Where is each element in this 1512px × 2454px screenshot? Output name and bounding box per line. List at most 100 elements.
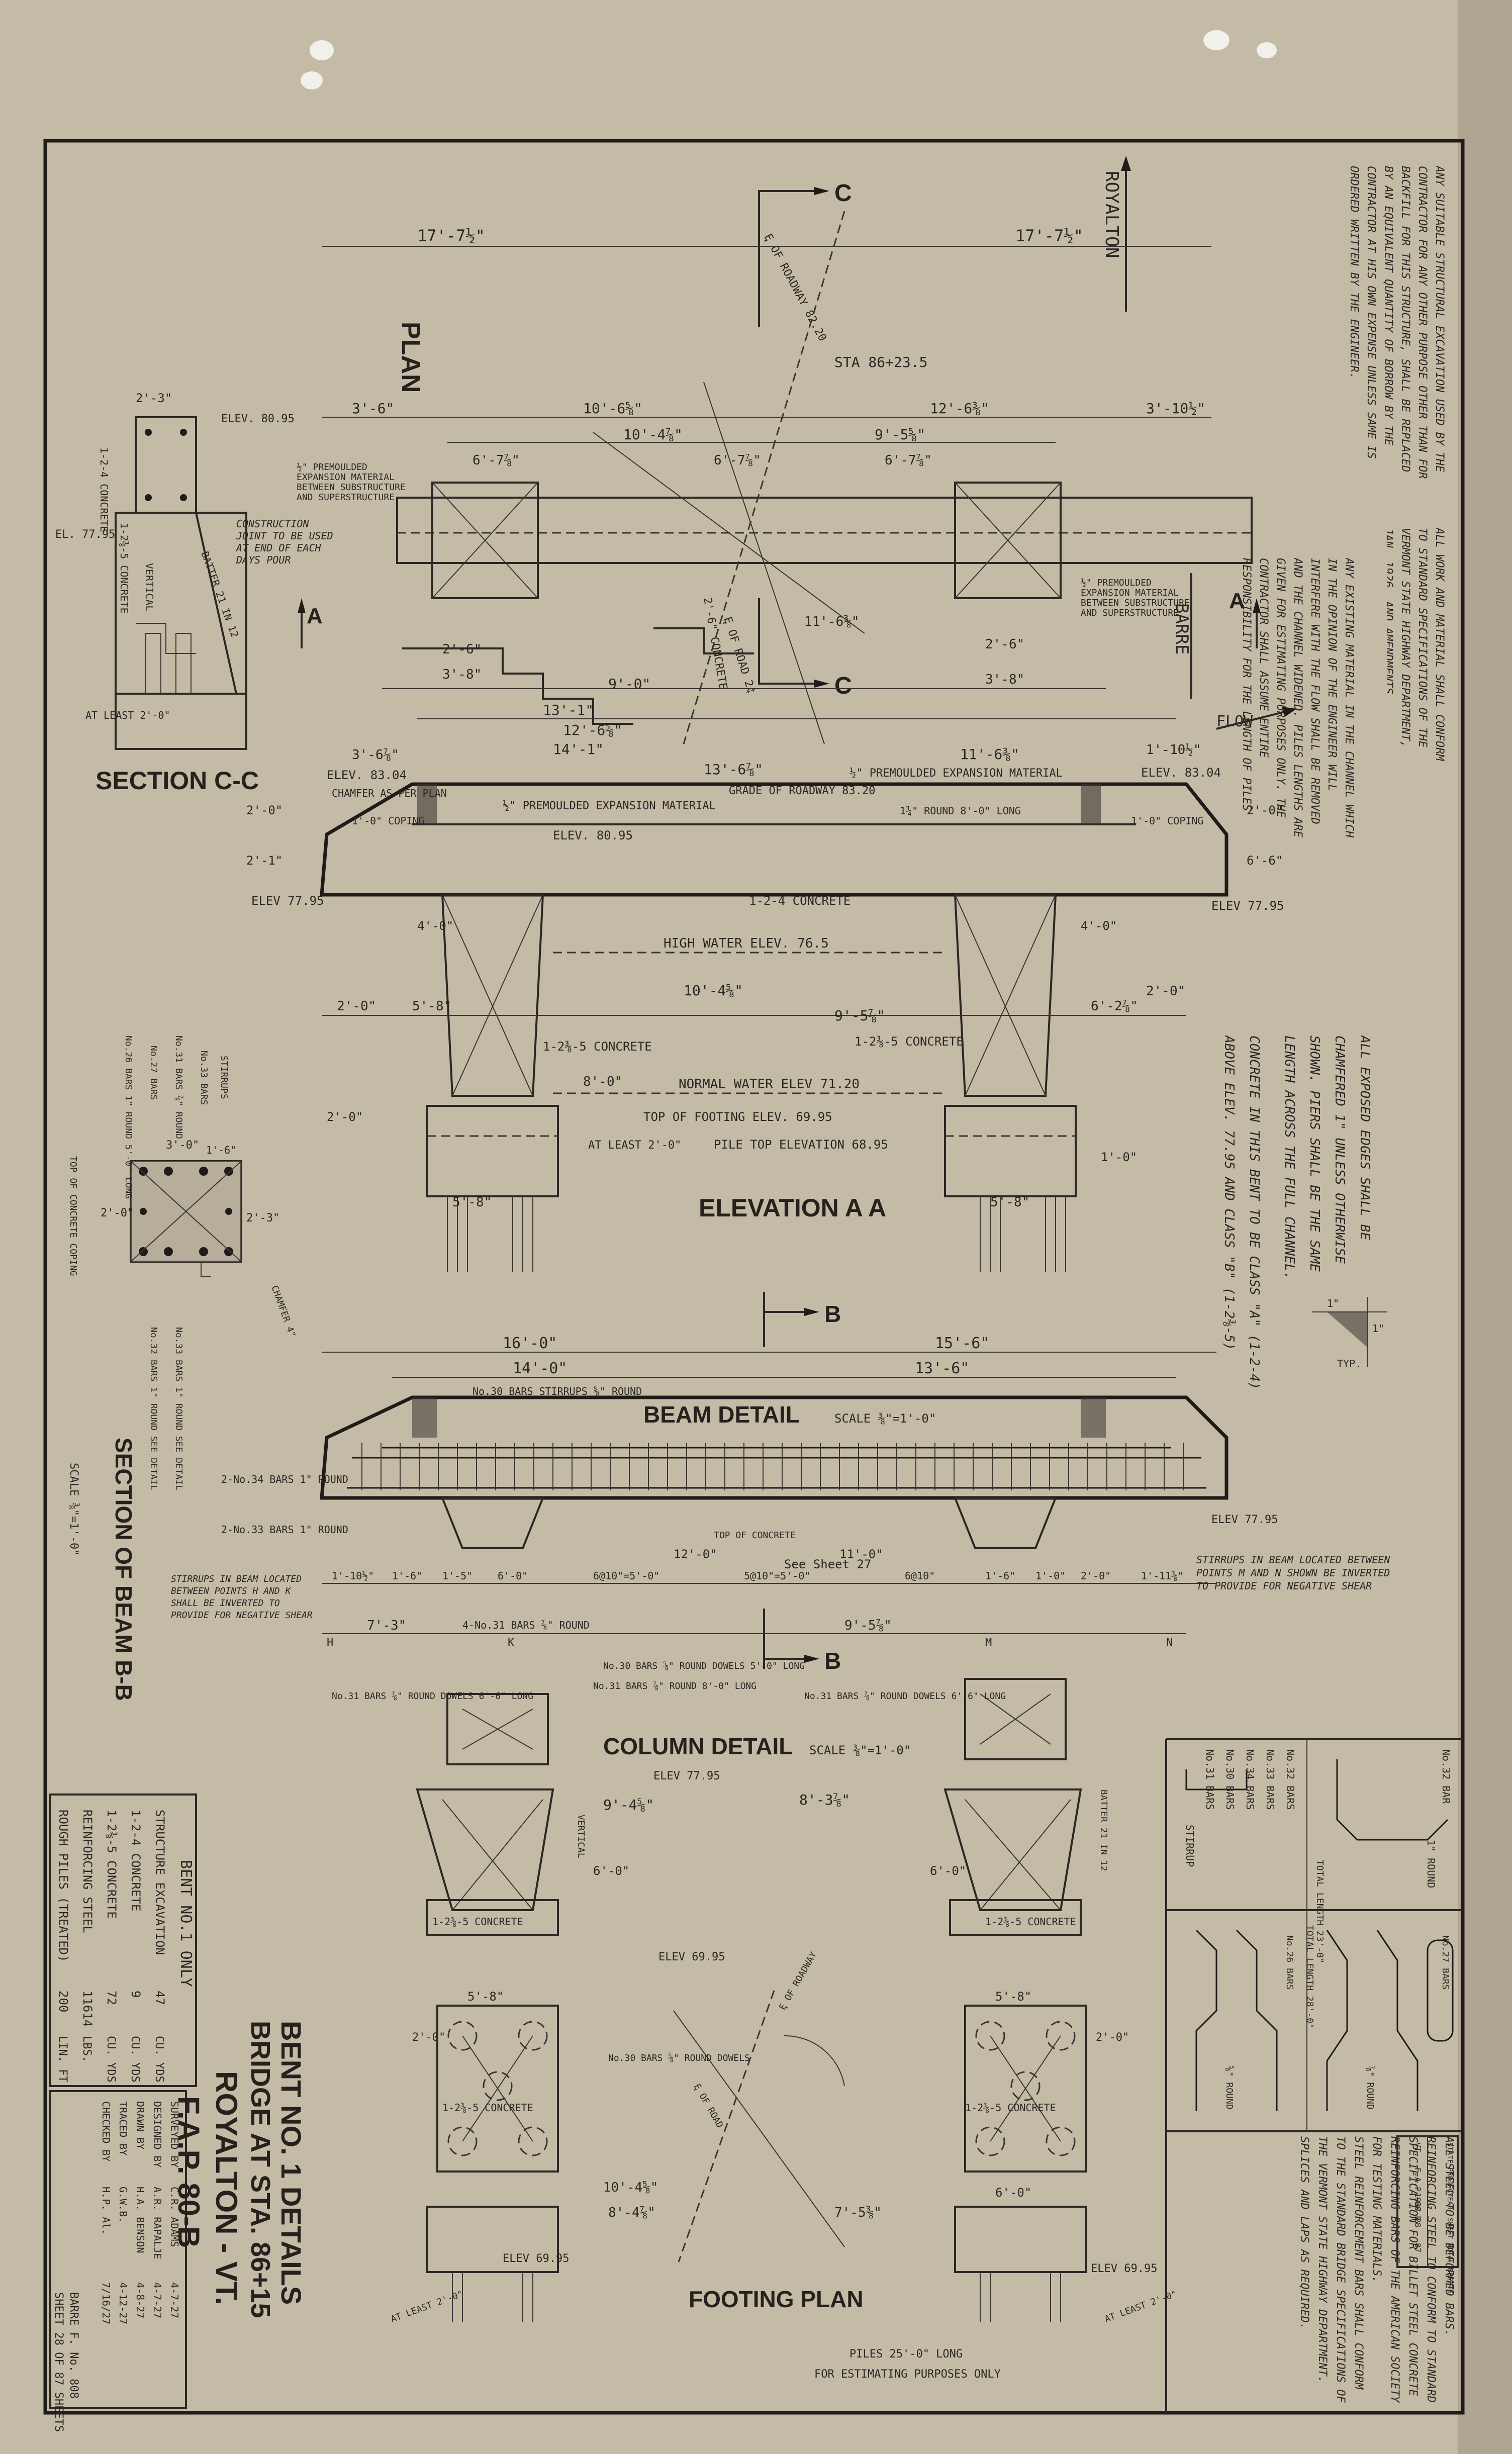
bb-label-1: No.33 BARS bbox=[199, 1051, 209, 1105]
column-detail: COLUMN DETAIL SCALE ⅜"=1'-0" No.30 BARS … bbox=[332, 1661, 1109, 1963]
col-elev-bottom: ELEV 69.95 bbox=[658, 1951, 725, 1963]
elev-dim-l3: 5'-8" bbox=[990, 1195, 1029, 1210]
quantity-value: 200 bbox=[56, 1991, 70, 2012]
plan-deck-outline bbox=[396, 497, 1253, 564]
beam-label-31: 4-No.31 BARS ⅞" ROUND bbox=[462, 1619, 590, 1631]
footing-concrete-2: 1-2⅜-5 CONCRETE bbox=[965, 2102, 1056, 2114]
signoff-date: 4-7-27 bbox=[151, 2282, 163, 2318]
footing-dim-3: 2'-0" bbox=[1096, 2031, 1129, 2044]
signoff-name: C.R. ADAMS bbox=[168, 2187, 180, 2247]
elev-side-4: 2'-0" bbox=[1247, 803, 1283, 817]
spec-note-3: SPLICES AND LAPS AS REQUIRED. bbox=[1298, 2136, 1310, 2330]
footing-dim-2: 2'-0" bbox=[412, 2031, 445, 2044]
vertical-note-1: CONCRETE IN THIS BENT TO BE CLASS "A" (1… bbox=[1221, 1035, 1262, 1389]
bb-top-concrete: TOP OF CONCRETE COPING bbox=[68, 1156, 78, 1276]
bb-dim-h2: 2'-3" bbox=[246, 1212, 279, 1224]
bb-label-4: STIRRUPS bbox=[219, 1056, 229, 1099]
title-line-2: BRIDGE AT STA. 86+15 bbox=[245, 2021, 275, 2318]
elev-dim-m0: 2'-0" bbox=[337, 999, 376, 1014]
plan-dim-r2-4: 6'-7⅞" bbox=[885, 453, 932, 468]
elev-expansion-right: ½" PREMOULDED EXPANSION MATERIAL bbox=[849, 767, 1063, 780]
plan-dim-b-0: 2'-6" bbox=[442, 642, 482, 657]
state-header: TOTAL SHEETS bbox=[1446, 2243, 1454, 2294]
plan-dim-b-6: 2'-6" bbox=[985, 637, 1024, 652]
paper-edge-shadow bbox=[1458, 0, 1512, 2454]
signoff-date: 4-8-27 bbox=[134, 2282, 146, 2318]
quantity-unit: CU. YDS. bbox=[129, 2036, 141, 2089]
signoff-name: H.P. Al. bbox=[100, 2187, 112, 2235]
title-sheet: SHEET 28 OF 87 SHEETS bbox=[52, 2292, 65, 2432]
footing-piles-note2: FOR ESTIMATING PURPOSES ONLY bbox=[814, 2368, 1001, 2381]
direction-royalton: ROYALTON bbox=[1101, 171, 1122, 258]
elev-dim-m3: 9'-5⅞" bbox=[834, 1007, 885, 1024]
plan-dim-r1-0: 3'-6" bbox=[352, 400, 394, 417]
footing-plan-title: FOOTING PLAN bbox=[689, 2286, 864, 2312]
elev-side-0: 2'-0" bbox=[246, 803, 282, 817]
spec-note-2: STEEL REINFORCEMENT BARS SHALL CONFORM T… bbox=[1316, 2136, 1365, 2403]
bb-label-2: No.26 BARS 1" ROUND 5'-0" LONG bbox=[123, 1035, 134, 1199]
footing-dim-6: 7'-5⅜" bbox=[834, 2205, 882, 2220]
title-line-1: BENT NO. 1 DETAILS bbox=[275, 2021, 307, 2305]
section-bb-title: SECTION OF BEAM B-B bbox=[111, 1438, 137, 1701]
beam-detail-scale: SCALE ⅜"=1'-0" bbox=[834, 1411, 936, 1426]
quantity-item: REINFORCING STEEL bbox=[80, 1810, 94, 1933]
vertical-notes: CONCRETE IN THIS BENT TO BE CLASS "A" (1… bbox=[1221, 1035, 1387, 1389]
signoff-role: TRACED BY bbox=[117, 2101, 129, 2155]
plan-dim-r2-1: 9'-5⅝" bbox=[875, 426, 925, 443]
drawing-border bbox=[43, 139, 1465, 2415]
quantity-unit: CU. YDS. bbox=[153, 2036, 165, 2089]
footing-dim-7: 6'-0" bbox=[995, 2186, 1031, 2200]
footing-dowels: No.30 BARS ⅝" ROUND DOWELS bbox=[608, 2053, 750, 2063]
elev-grade-note: GRADE OF ROADWAY 83.20 bbox=[729, 785, 875, 797]
chamfer-dim-1: 1" bbox=[1327, 1297, 1339, 1309]
chamfer-dim-2: 1" bbox=[1372, 1323, 1384, 1335]
cc-dim: 2'-3" bbox=[136, 391, 172, 405]
quantity-value: 47 bbox=[153, 1991, 167, 2005]
cc-at-least: AT LEAST 2'-0" bbox=[85, 709, 170, 721]
elev-dim-t2: 14'-1" bbox=[553, 741, 604, 758]
quantity-item: 1-2-4 CONCRETE bbox=[129, 1810, 143, 1911]
footing-dim-1: 5'-8" bbox=[995, 1990, 1031, 2004]
beam-db-1: 1'-6" bbox=[392, 1570, 422, 1582]
elev-dim-m2: 10'-4⅝" bbox=[684, 982, 743, 999]
section-mark-c-top: C bbox=[834, 180, 852, 207]
title-block: BENT NO. 1 DETAILS BRIDGE AT STA. 86+15 … bbox=[172, 2021, 307, 2318]
section-bb: No.26 BARS 1" ROUND 5'-0" LONG No.27 BAR… bbox=[67, 1035, 298, 1701]
beam-db-5: 5@10"=5'-0" bbox=[744, 1570, 810, 1582]
general-note-2: ALL WORK AND MATERIAL SHALL CONFORM TO S… bbox=[1387, 528, 1446, 761]
plan-skew-line bbox=[683, 211, 845, 744]
quantity-unit: LBS. bbox=[80, 2036, 93, 2062]
cc-el: EL. 77.95 bbox=[55, 528, 115, 541]
spec-note-1: ALL STEEL TO BE DEFORMED BARS. REINFORCI… bbox=[1370, 2136, 1455, 2403]
chamfer-detail-icon: 1" 1" TYP. bbox=[1312, 1297, 1387, 1370]
col-batter: BATTER 21 IN 12 bbox=[1098, 1789, 1109, 1871]
plan-dim-r1-3: 3'-10½" bbox=[1146, 400, 1205, 417]
bend-30-bars: No.30 BARS bbox=[1224, 1749, 1236, 1810]
bend-34-bars: No.34 BARS bbox=[1244, 1749, 1256, 1810]
beam-db-7: 1'-6" bbox=[985, 1570, 1015, 1582]
state-value: F.A.P. 80-B bbox=[1413, 2167, 1423, 2221]
beam-db-6: 6@10" bbox=[905, 1570, 935, 1582]
footing-left bbox=[436, 2005, 559, 2173]
col-label-1: No.31 BARS ⅞" ROUND 8'-0" LONG bbox=[593, 1681, 757, 1691]
footing-dim-5: 8'-4⅞" bbox=[608, 2205, 655, 2220]
state-header: SHEET NO. bbox=[1446, 2218, 1454, 2256]
footing-elev-2: ELEV 69.95 bbox=[1091, 2262, 1157, 2275]
elev-side-5: 6'-6" bbox=[1247, 854, 1283, 868]
section-mark-a-right: A bbox=[1229, 589, 1245, 613]
beam-dim-11: 11'-0" bbox=[839, 1547, 883, 1561]
beam-db2-0: 7'-3" bbox=[367, 1618, 406, 1633]
title-line-3: ROYALTON - VT. bbox=[210, 2071, 243, 2305]
signoff-name: G.W.B. bbox=[117, 2187, 129, 2223]
elev-dim-l0: 8'-0" bbox=[583, 1074, 622, 1089]
elev-dim-l2: 5'-8" bbox=[452, 1195, 492, 1210]
beam-db2-1: 9'-5⅞" bbox=[844, 1618, 892, 1633]
plan-dim-r2-2: 6'-7⅞" bbox=[472, 453, 520, 468]
footing-concrete-1: 1-2⅜-5 CONCRETE bbox=[442, 2102, 533, 2114]
elev-expansion-left: ½" PREMOULDED EXPANSION MATERIAL bbox=[503, 800, 716, 812]
elev-dim-t6: 1'-10½" bbox=[1146, 742, 1201, 758]
